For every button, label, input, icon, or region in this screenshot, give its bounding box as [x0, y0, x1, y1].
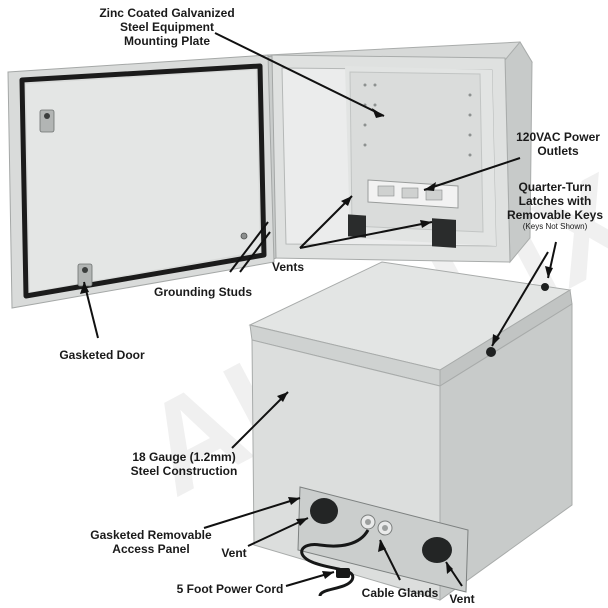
callout-vents-top: Vents [268, 260, 308, 274]
door-gasket [19, 63, 267, 299]
callout-mounting-plate: Zinc Coated Galvanized Steel Equipment M… [92, 6, 242, 48]
callout-mounting-plate-line-1: Zinc Coated Galvanized [99, 6, 235, 20]
callout-gasketed-door: Gasketed Door [52, 348, 152, 362]
callout-access-panel: Gasketed Removable Access Panel [86, 528, 216, 556]
callout-latches-line-3: Removable Keys [506, 208, 604, 222]
callout-vent-left: Vent [216, 546, 252, 560]
access-panel-vent-right [422, 537, 452, 563]
callout-latches-line-2: Latches with [518, 194, 592, 208]
interior-vent-left [348, 214, 366, 238]
door-latch-bottom [77, 263, 93, 287]
cable-glands [360, 514, 393, 536]
callout-power-cord: 5 Foot Power Cord [172, 582, 288, 596]
access-panel-vent-left [310, 498, 338, 524]
mounting-plate-holes [363, 83, 472, 157]
callout-access-panel-line-2: Access Panel [112, 542, 190, 556]
callout-power-outlets-line-1: 120VAC Power [516, 130, 600, 144]
callout-power-outlets: 120VAC Power Outlets [513, 130, 603, 158]
callout-mounting-plate-line-2: Steel Equipment [119, 20, 214, 34]
callout-steel-construction-line-2: Steel Construction [130, 464, 238, 478]
callout-gasketed-door-text: Gasketed Door [59, 348, 145, 362]
power-cord-plug [336, 568, 350, 578]
callout-latches-line-1: Quarter-Turn [518, 180, 592, 194]
leader-arrowheads [80, 108, 553, 579]
door-latch-top [39, 109, 55, 133]
callout-power-cord-text: 5 Foot Power Cord [176, 582, 284, 596]
mounting-plate [349, 71, 484, 233]
door-inner-panel [26, 70, 260, 292]
callout-latches: Quarter-Turn Latches with Removable Keys… [505, 180, 605, 232]
callout-cable-glands: Cable Glands [360, 586, 440, 600]
callout-cable-glands-text: Cable Glands [361, 586, 439, 600]
latch-keyhole-front [486, 347, 496, 357]
callout-vent-right: Vent [444, 592, 480, 606]
callout-vent-left-text: Vent [221, 546, 247, 560]
power-cord [300, 529, 370, 597]
callout-steel-construction: 18 Gauge (1.2mm) Steel Construction [124, 450, 244, 478]
callout-steel-construction-line-1: 18 Gauge (1.2mm) [132, 450, 236, 464]
callout-latches-note: (Keys Not Shown) [522, 222, 588, 231]
callout-grounding-studs: Grounding Studs [148, 285, 258, 299]
callout-grounding-studs-text: Grounding Studs [154, 285, 252, 299]
callout-mounting-plate-line-3: Mounting Plate [124, 34, 210, 48]
upper-enclosure-side [504, 41, 533, 264]
callout-access-panel-line-1: Gasketed Removable [90, 528, 212, 542]
grounding-stud-door [240, 232, 248, 240]
interior-vent-right [432, 218, 456, 248]
latch-keyhole-back [541, 283, 549, 291]
callout-vents-top-text: Vents [271, 260, 304, 274]
callout-vent-right-text: Vent [449, 592, 475, 606]
access-panel [297, 486, 469, 593]
callout-power-outlets-line-2: Outlets [537, 144, 579, 158]
